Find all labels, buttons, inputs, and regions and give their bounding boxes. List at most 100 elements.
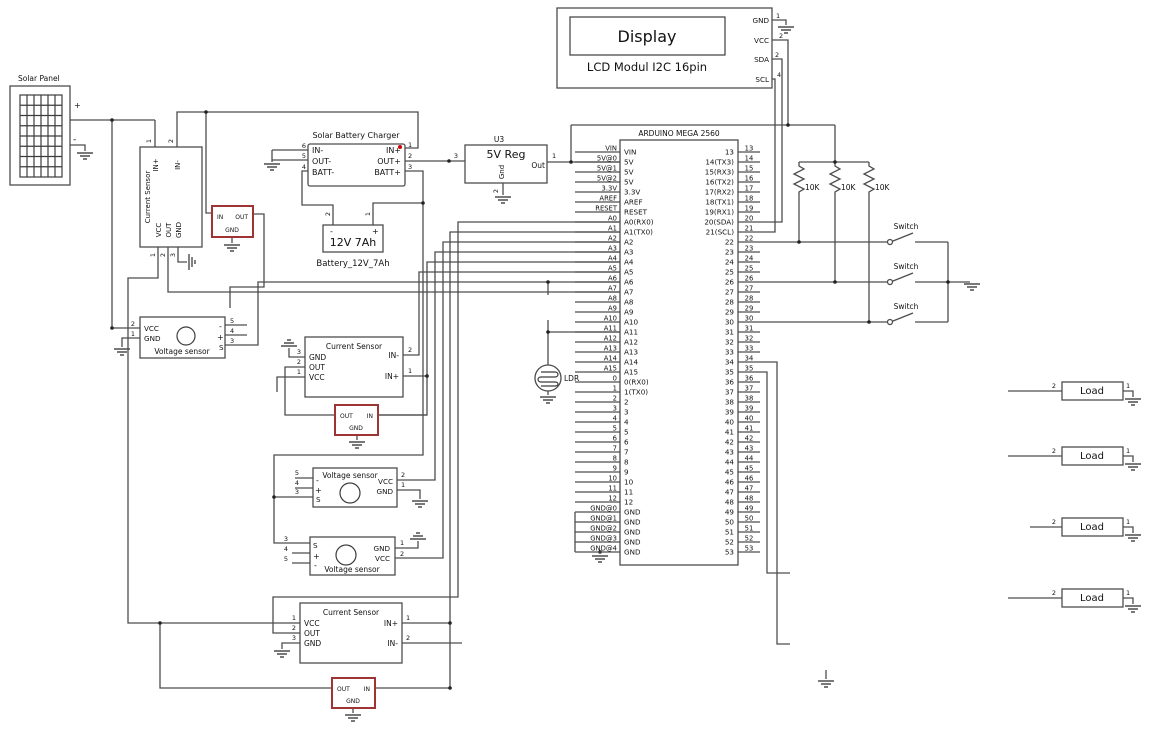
ground-symbol — [263, 163, 281, 171]
arduino-pin-outer-left: GND@3 — [590, 535, 617, 543]
vs1-body[interactable] — [139, 316, 226, 359]
battery-body[interactable] — [322, 224, 384, 253]
switch-contact[interactable] — [886, 238, 894, 246]
cs2-gnd: GND — [309, 353, 326, 362]
ground-symbol — [223, 244, 241, 252]
breakout-2-body[interactable] — [334, 404, 379, 436]
arduino-pin-outer-right: 22 — [745, 235, 754, 243]
current-sensor-1-body[interactable] — [139, 146, 203, 248]
battery-num-1: 1 — [364, 212, 372, 216]
cs1-pin-inplus: IN+ — [152, 158, 160, 171]
battery-12v[interactable]: 12V 7Ah - + 2 1 Battery_12V_7Ah — [316, 212, 389, 269]
voltage-sensor-1[interactable]: VCC GND Voltage sensor - + S 2 1 5 4 3 — [131, 316, 234, 359]
switch-lever[interactable] — [892, 312, 914, 322]
cs2-num-1: 1 — [297, 368, 301, 376]
u3-out-label: Out — [531, 161, 545, 170]
voltage-sensor-3[interactable]: Voltage sensor S + - GND VCC 3 4 5 1 2 — [284, 535, 404, 576]
arduino-pin-inner-left: A4 — [624, 258, 634, 267]
breakout-board-1[interactable]: IN OUT GND — [211, 205, 254, 238]
current-sensor-3[interactable]: Current Sensor VCC OUT GND IN+ IN- 1 2 3… — [292, 602, 410, 664]
charger-num-1: 1 — [408, 141, 412, 149]
wire — [276, 376, 305, 392]
cs2-body[interactable] — [304, 336, 404, 398]
arduino-pin-inner-right: 25 — [725, 268, 734, 277]
arduino-pin-inner-right: 45 — [725, 468, 734, 477]
arduino-pin-outer-right: 33 — [745, 345, 754, 353]
solar-panel[interactable]: Solar Panel + - — [9, 74, 81, 186]
arduino-pin-inner-right: 16(TX2) — [705, 178, 734, 187]
load-body[interactable] — [1061, 381, 1124, 401]
load-body[interactable] — [1061, 446, 1124, 466]
switch-lever[interactable] — [892, 272, 914, 282]
load-body[interactable] — [1061, 588, 1124, 608]
arduino-pin-outer-left: 5V@0 — [597, 155, 617, 163]
breakout-board-2[interactable]: OUT IN GND — [334, 404, 379, 436]
arduino-pin-inner-left: 4 — [624, 418, 629, 427]
vs2-body[interactable] — [312, 467, 398, 508]
wire — [127, 247, 300, 624]
arduino-pin-inner-left: 12 — [624, 498, 633, 507]
breakout-1-out: OUT — [235, 214, 248, 221]
cs3-body[interactable] — [299, 602, 403, 664]
current-sensor-1[interactable]: Current Sensor IN+ IN- 1 2 VCC OUT GND 1… — [139, 139, 203, 257]
arduino-pin-inner-right: 36 — [725, 378, 735, 387]
arduino-pin-outer-right: 50 — [745, 515, 754, 523]
cs3-num-in1: 1 — [406, 614, 410, 622]
wire — [272, 221, 620, 634]
voltage-regulator-u3[interactable]: U3 5V Reg Out Gnd 3 1 2 — [454, 135, 556, 193]
arduino-pin-inner-left: A15 — [624, 368, 638, 377]
arduino-pin-inner-right: 49 — [725, 508, 735, 517]
arduino-pin-inner-left: A3 — [624, 248, 634, 257]
lcd-display-module[interactable]: Display LCD Modul I2C 16pin GND VCC SDA … — [556, 7, 783, 89]
resistor-symbol — [828, 162, 842, 282]
junction-dot — [867, 320, 871, 324]
arduino-pin-inner-right: 33 — [725, 348, 734, 357]
arduino-pin-outer-right: 51 — [745, 525, 754, 533]
junction-dot — [425, 374, 429, 378]
arduino-pin-inner-left: A0(RX0) — [624, 218, 654, 227]
arduino-pin-outer-right: 47 — [745, 485, 754, 493]
wire — [372, 202, 423, 225]
breakout-1-body[interactable] — [211, 205, 254, 238]
arduino-pin-outer-right: 38 — [745, 395, 754, 403]
switch-contact[interactable] — [886, 318, 894, 326]
arduino-pin-inner-right: 50 — [725, 518, 735, 527]
vs3-minus: - — [314, 561, 317, 570]
breakout-board-3[interactable]: OUT IN GND — [331, 677, 376, 709]
junction-dot — [797, 240, 801, 244]
vs3-s: S — [313, 541, 318, 550]
ldr-sensor[interactable]: LDR — [534, 364, 579, 392]
wire — [229, 213, 265, 308]
ground-symbol — [817, 680, 835, 688]
arduino-pin-outer-left: A11 — [604, 325, 617, 333]
u3-body[interactable] — [464, 144, 548, 184]
vs3-body[interactable] — [309, 536, 396, 576]
cs2-inplus: IN+ — [385, 372, 399, 381]
breakout-3-body[interactable] — [331, 677, 376, 709]
arduino-pin-outer-left: A0 — [608, 215, 617, 223]
arduino-pin-outer-left: 2 — [613, 395, 617, 403]
arduino-pin-inner-right: 42 — [725, 438, 734, 447]
switch-contact[interactable] — [886, 278, 894, 286]
arduino-pin-inner-left: 5 — [624, 428, 629, 437]
vs2-trimmer — [339, 482, 361, 504]
current-sensor-2[interactable]: Current Sensor GND OUT VCC IN- IN+ 3 2 1… — [297, 336, 412, 398]
switch-lever[interactable] — [892, 232, 914, 242]
arduino-pin-outer-left: A1 — [608, 225, 617, 233]
load-body[interactable] — [1061, 517, 1124, 537]
arduino-pin-inner-left: 10 — [624, 478, 634, 487]
vs3-plus: + — [313, 552, 320, 561]
charger-body[interactable] — [307, 143, 406, 187]
voltage-sensor-2[interactable]: Voltage sensor - + S VCC GND 5 4 3 2 1 — [295, 467, 405, 508]
cs3-inplus: IN+ — [384, 619, 398, 628]
arduino-pin-inner-left: A11 — [624, 328, 638, 337]
arduino-pin-outer-left: A7 — [608, 285, 617, 293]
solar-battery-charger[interactable]: Solar Battery Charger IN- OUT- BATT- IN+… — [302, 131, 412, 187]
arduino-pin-outer-left: 5V@2 — [597, 175, 617, 183]
lcd-body[interactable] — [556, 7, 773, 89]
load-label: Load — [1080, 593, 1104, 604]
battery-num-2: 2 — [324, 212, 332, 216]
lcd-pin-sda: SDA — [754, 55, 769, 64]
